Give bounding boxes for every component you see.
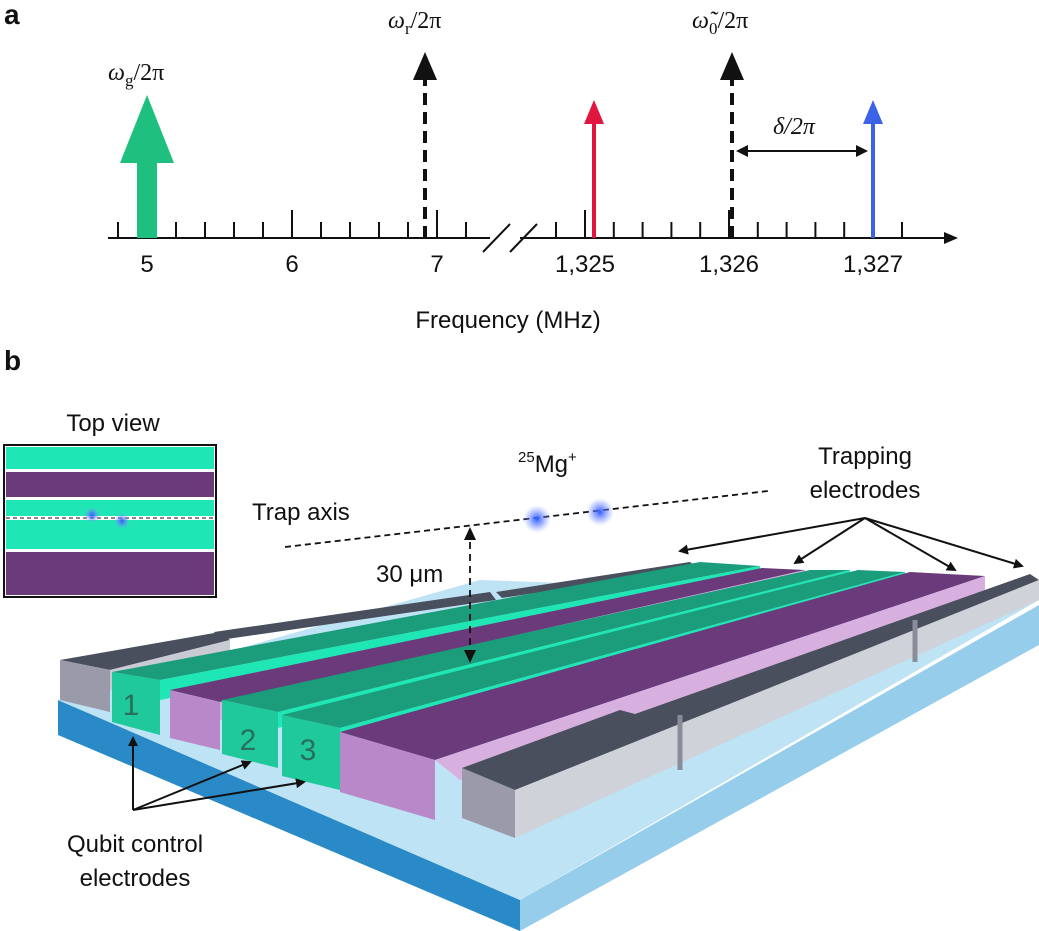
trap-axis-label: Trap axis <box>252 499 350 526</box>
tick-label-5: 5 <box>140 251 153 278</box>
electrode-number-2: 2 <box>240 724 257 757</box>
blue-sideband-arrow <box>863 100 883 238</box>
top-view-inset <box>3 444 217 598</box>
axis-ticks <box>117 210 903 238</box>
ion-1 <box>523 505 551 533</box>
qubit-label-line2: electrodes <box>80 865 191 892</box>
distance-arrow <box>464 527 476 663</box>
omega-g-label: ωg/2π <box>108 60 164 90</box>
tick-label-1325: 1,325 <box>555 251 615 278</box>
top-view-ion <box>114 513 130 529</box>
panel-a-label: a <box>4 0 20 30</box>
trapping-label-line1: Trapping <box>818 443 912 470</box>
frequency-axis <box>108 223 958 253</box>
delta-double-arrow <box>736 145 868 157</box>
trapping-pointer-arrows <box>678 517 1024 572</box>
tick-label-1326: 1,326 <box>699 251 759 278</box>
panel-b-label: b <box>4 345 21 376</box>
omega-r-arrow <box>413 52 437 238</box>
electrode-number-3: 3 <box>300 734 317 767</box>
omega-g-arrow <box>120 95 174 238</box>
delta-label: δ/2π <box>773 114 816 140</box>
qubit-pointer-arrows <box>128 736 306 811</box>
axis-break-mark <box>482 223 511 253</box>
tick-label-6: 6 <box>285 251 298 278</box>
axis-break-mark <box>509 223 538 253</box>
distance-label: 30 μm <box>376 561 443 588</box>
red-sideband-arrow <box>584 100 604 238</box>
trapping-label-line2: electrodes <box>810 477 921 504</box>
ion-label: 25Mg+ <box>518 449 577 478</box>
omega-0-arrow <box>720 52 744 238</box>
electrode-number-1: 1 <box>123 689 140 722</box>
axis-label: Frequency (MHz) <box>415 307 600 334</box>
omega-0-label: ω̃0/2π <box>692 8 748 38</box>
qubit-label-line1: Qubit control <box>67 831 203 858</box>
top-view-ion <box>84 507 100 523</box>
ion-2 <box>586 498 614 526</box>
tick-label-7: 7 <box>430 251 443 278</box>
tick-label-1327: 1,327 <box>843 251 903 278</box>
trapping-electrode-right <box>462 574 1039 838</box>
omega-r-label: ωr/2π <box>388 8 441 38</box>
top-view-label: Top view <box>66 410 160 437</box>
